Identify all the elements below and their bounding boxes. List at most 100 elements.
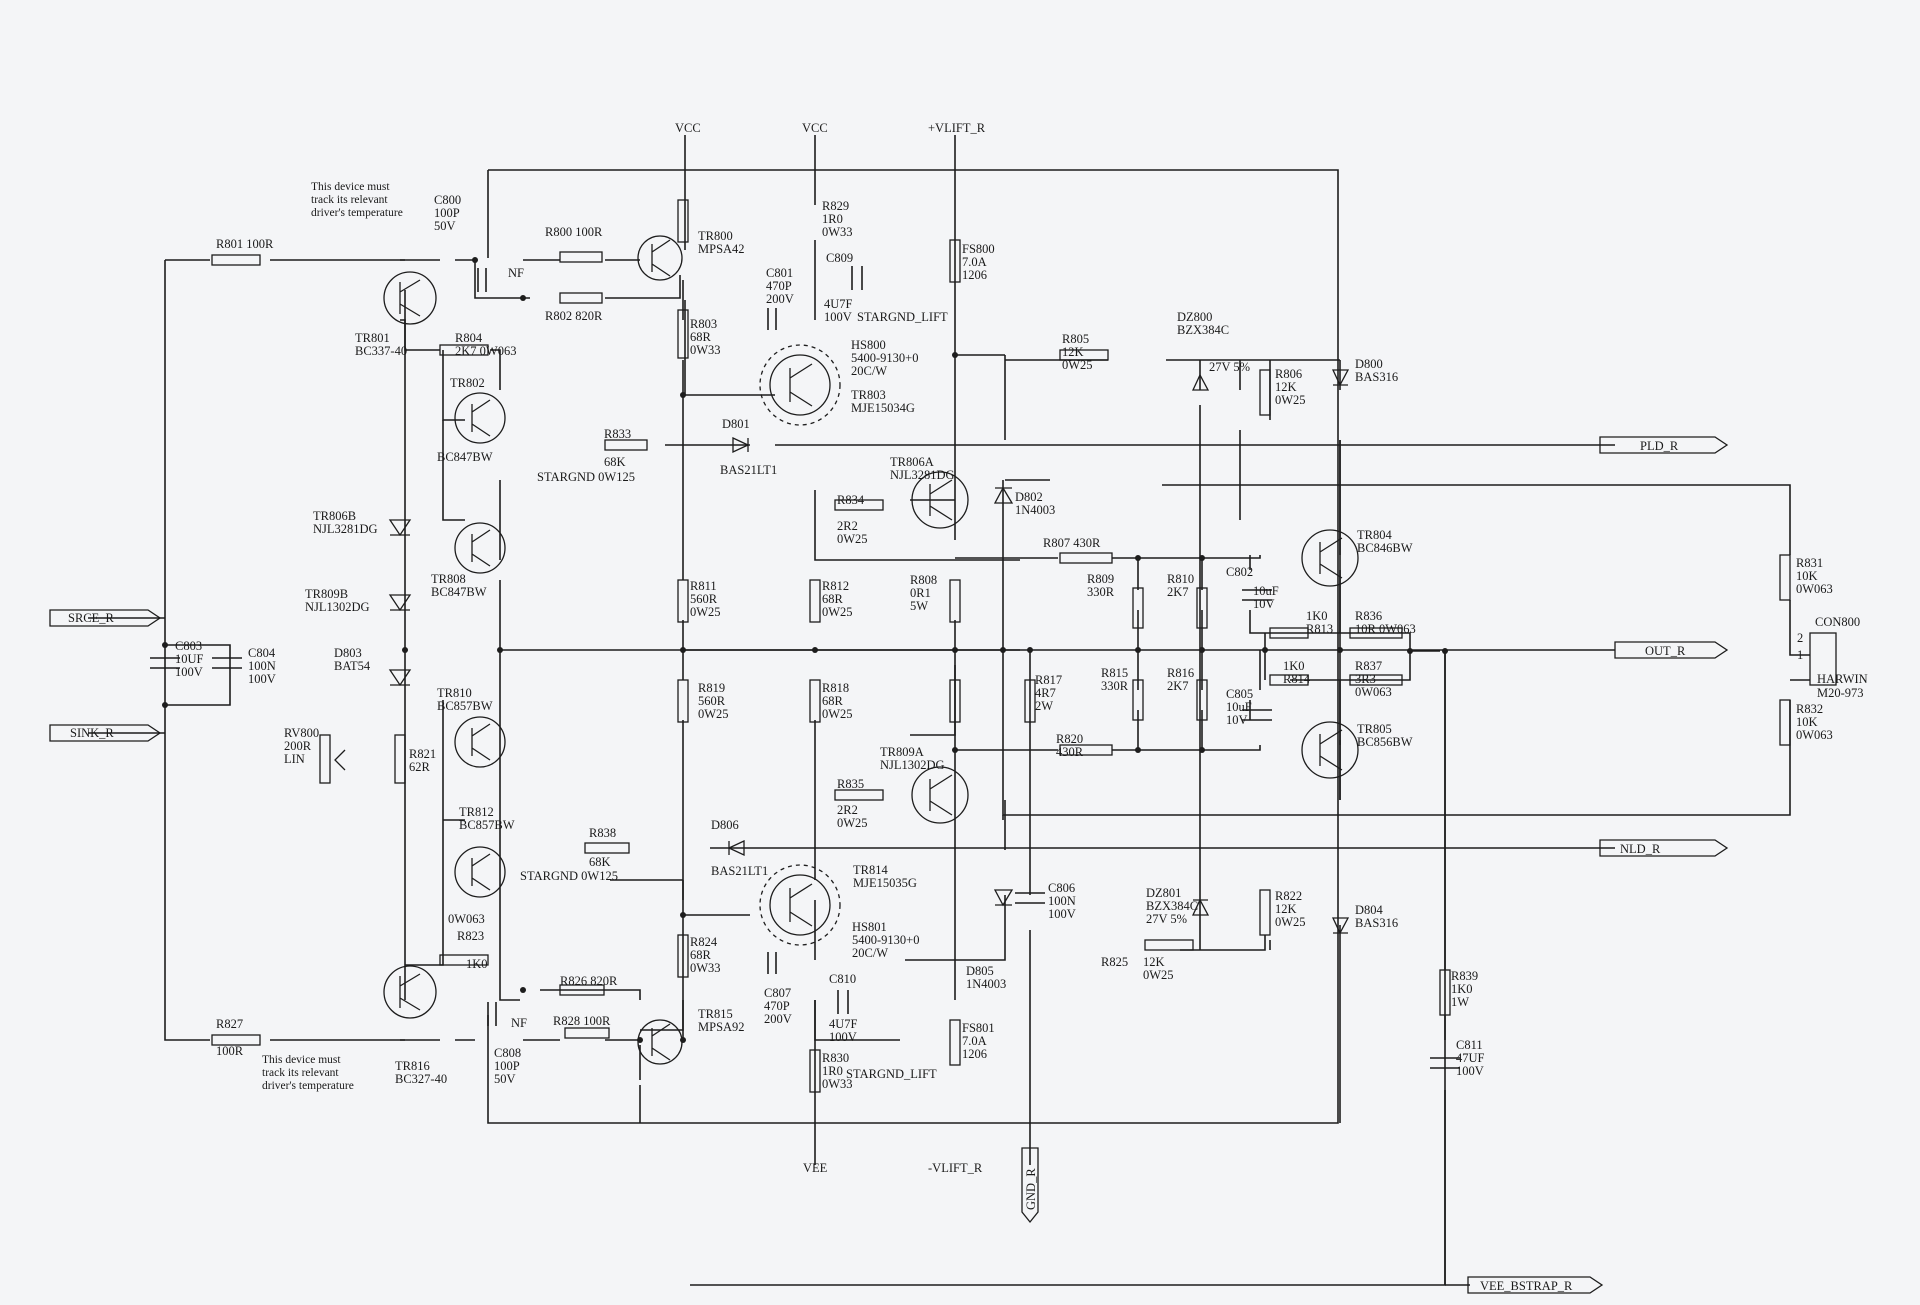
connector-part-line2: M20-973: [1817, 686, 1864, 700]
label-line: D806: [711, 818, 739, 832]
label-line: 1R0: [822, 1064, 843, 1078]
label-line: R804: [455, 331, 483, 345]
label-line: 2W: [1035, 699, 1053, 713]
label-line: C809: [826, 251, 853, 265]
label-line: C801: [766, 266, 793, 280]
label-line: 0W25: [698, 707, 729, 721]
svg-text:This device must: This device must: [262, 1054, 341, 1066]
label-line: R834: [837, 493, 865, 507]
label-line: NF: [508, 266, 524, 280]
label-line: 0W25: [1275, 393, 1306, 407]
transistor-tr812: [454, 846, 506, 898]
label-line: BC857BW: [437, 699, 493, 713]
resistor-r833: [604, 439, 648, 451]
label-stargnd-lift-top: STARGND_LIFT: [857, 310, 948, 324]
label-line: 200V: [766, 292, 794, 306]
label-line: TR806A: [890, 455, 934, 469]
label-line: DZ800: [1177, 310, 1212, 324]
label-line: 20C/W: [851, 364, 887, 378]
label-line: R806: [1275, 367, 1302, 381]
port-sink: SINK_R: [70, 726, 114, 740]
label-r838: R838: [589, 826, 616, 840]
label-line: R822: [1275, 889, 1302, 903]
label-line: R828 100R: [553, 1014, 611, 1028]
resistor-r816: [1196, 679, 1208, 721]
resistor-r832: [1779, 699, 1791, 746]
label-line: TR815: [698, 1007, 733, 1021]
label-line: STARGND 0W125: [537, 470, 635, 484]
label-line: 0W33: [690, 961, 721, 975]
transistor-tr801: [383, 271, 437, 325]
resistor-r824: [677, 934, 689, 978]
resistor-r834: [834, 499, 884, 511]
port-out: OUT_R: [1645, 644, 1686, 658]
diode-d805: [993, 889, 1014, 907]
label-line: 200R: [284, 739, 312, 753]
label-line: 27V 5%: [1209, 360, 1250, 374]
label-line: 100V: [1456, 1064, 1484, 1078]
label-line: R820: [1056, 732, 1083, 746]
label-line: R801 100R: [216, 237, 274, 251]
diode-d800: [1331, 369, 1350, 387]
port-nld: NLD_R: [1620, 842, 1661, 856]
zener-dz801: [1191, 898, 1210, 916]
label-line: 100P: [494, 1059, 520, 1073]
resistor-r839: [1439, 969, 1451, 1016]
label-line: BAS21LT1: [711, 864, 768, 878]
diode-d801: [732, 436, 750, 454]
label-line: DZ801: [1146, 886, 1181, 900]
label-line: 100V: [1048, 907, 1076, 921]
label-line: 100R: [216, 1044, 244, 1058]
label-line: 0R1: [910, 586, 931, 600]
label-line: STARGND_LIFT: [846, 1067, 937, 1081]
capacitor-c804: [212, 657, 242, 669]
label-line: D803: [334, 646, 362, 660]
label-line: 68R: [690, 330, 712, 344]
label-line: TR806B: [313, 509, 356, 523]
label-line: D800: [1355, 357, 1383, 371]
label-line: C803: [175, 639, 202, 653]
port-vee-bstrap: VEE_BSTRAP_R: [1480, 1279, 1573, 1293]
diode-tr809b-junction: [388, 594, 412, 612]
port-srce: SRCE_R: [68, 611, 115, 625]
label-line: R830: [822, 1051, 849, 1065]
resistor-r804: [439, 344, 489, 356]
label-line: TR804: [1357, 528, 1392, 542]
label-r801: R801 100R: [216, 237, 274, 251]
label-line: LIN: [284, 752, 305, 766]
label-line: R809: [1087, 572, 1114, 586]
label-line: 0W33: [822, 225, 853, 239]
label-line: HS801: [852, 920, 887, 934]
label-line: TR805: [1357, 722, 1392, 736]
label-line: 10K: [1796, 715, 1818, 729]
label-line: 2K7 0W063: [455, 344, 516, 358]
resistor-r810: [1196, 587, 1208, 629]
label-line: 100V: [829, 1030, 857, 1044]
diode-d804: [1331, 917, 1350, 935]
label-r807: R807 430R: [1043, 536, 1101, 550]
label-line: D804: [1355, 903, 1384, 917]
